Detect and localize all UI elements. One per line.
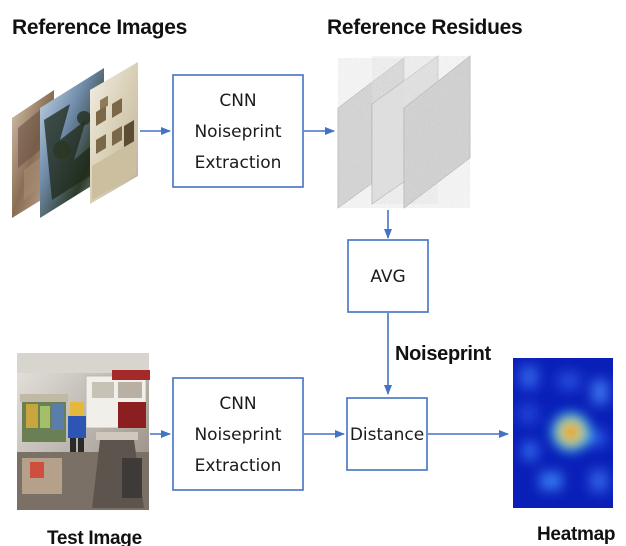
extraction-label: Extraction	[195, 153, 282, 173]
noiseprint-label: Noiseprint	[194, 122, 281, 142]
reference-residues-title: Reference Residues	[327, 16, 522, 39]
heatmap-title: Heatmap	[537, 524, 615, 545]
cnn-noiseprint-extraction-box-bottom: CNN Noiseprint Extraction	[172, 377, 304, 491]
distance-box: Distance	[346, 397, 428, 471]
cnn-label: CNN	[219, 394, 256, 414]
noiseprint-label: Noiseprint	[194, 425, 281, 445]
avg-label: AVG	[370, 267, 405, 287]
photo-stack-icon	[12, 62, 138, 218]
noiseprint-label-arrow: Noiseprint	[395, 343, 492, 365]
cnn-label: CNN	[219, 91, 256, 111]
avg-box: AVG	[347, 239, 429, 313]
test-image-title: Test Image	[47, 528, 142, 546]
reference-images-title: Reference Images	[12, 16, 187, 39]
photo-icon	[17, 353, 150, 510]
noise-residue-stack-icon	[337, 55, 471, 209]
heatmap-icon	[513, 358, 613, 508]
distance-label: Distance	[350, 425, 424, 445]
extraction-label: Extraction	[195, 456, 282, 476]
cnn-noiseprint-extraction-box-top: CNN Noiseprint Extraction	[172, 74, 304, 188]
